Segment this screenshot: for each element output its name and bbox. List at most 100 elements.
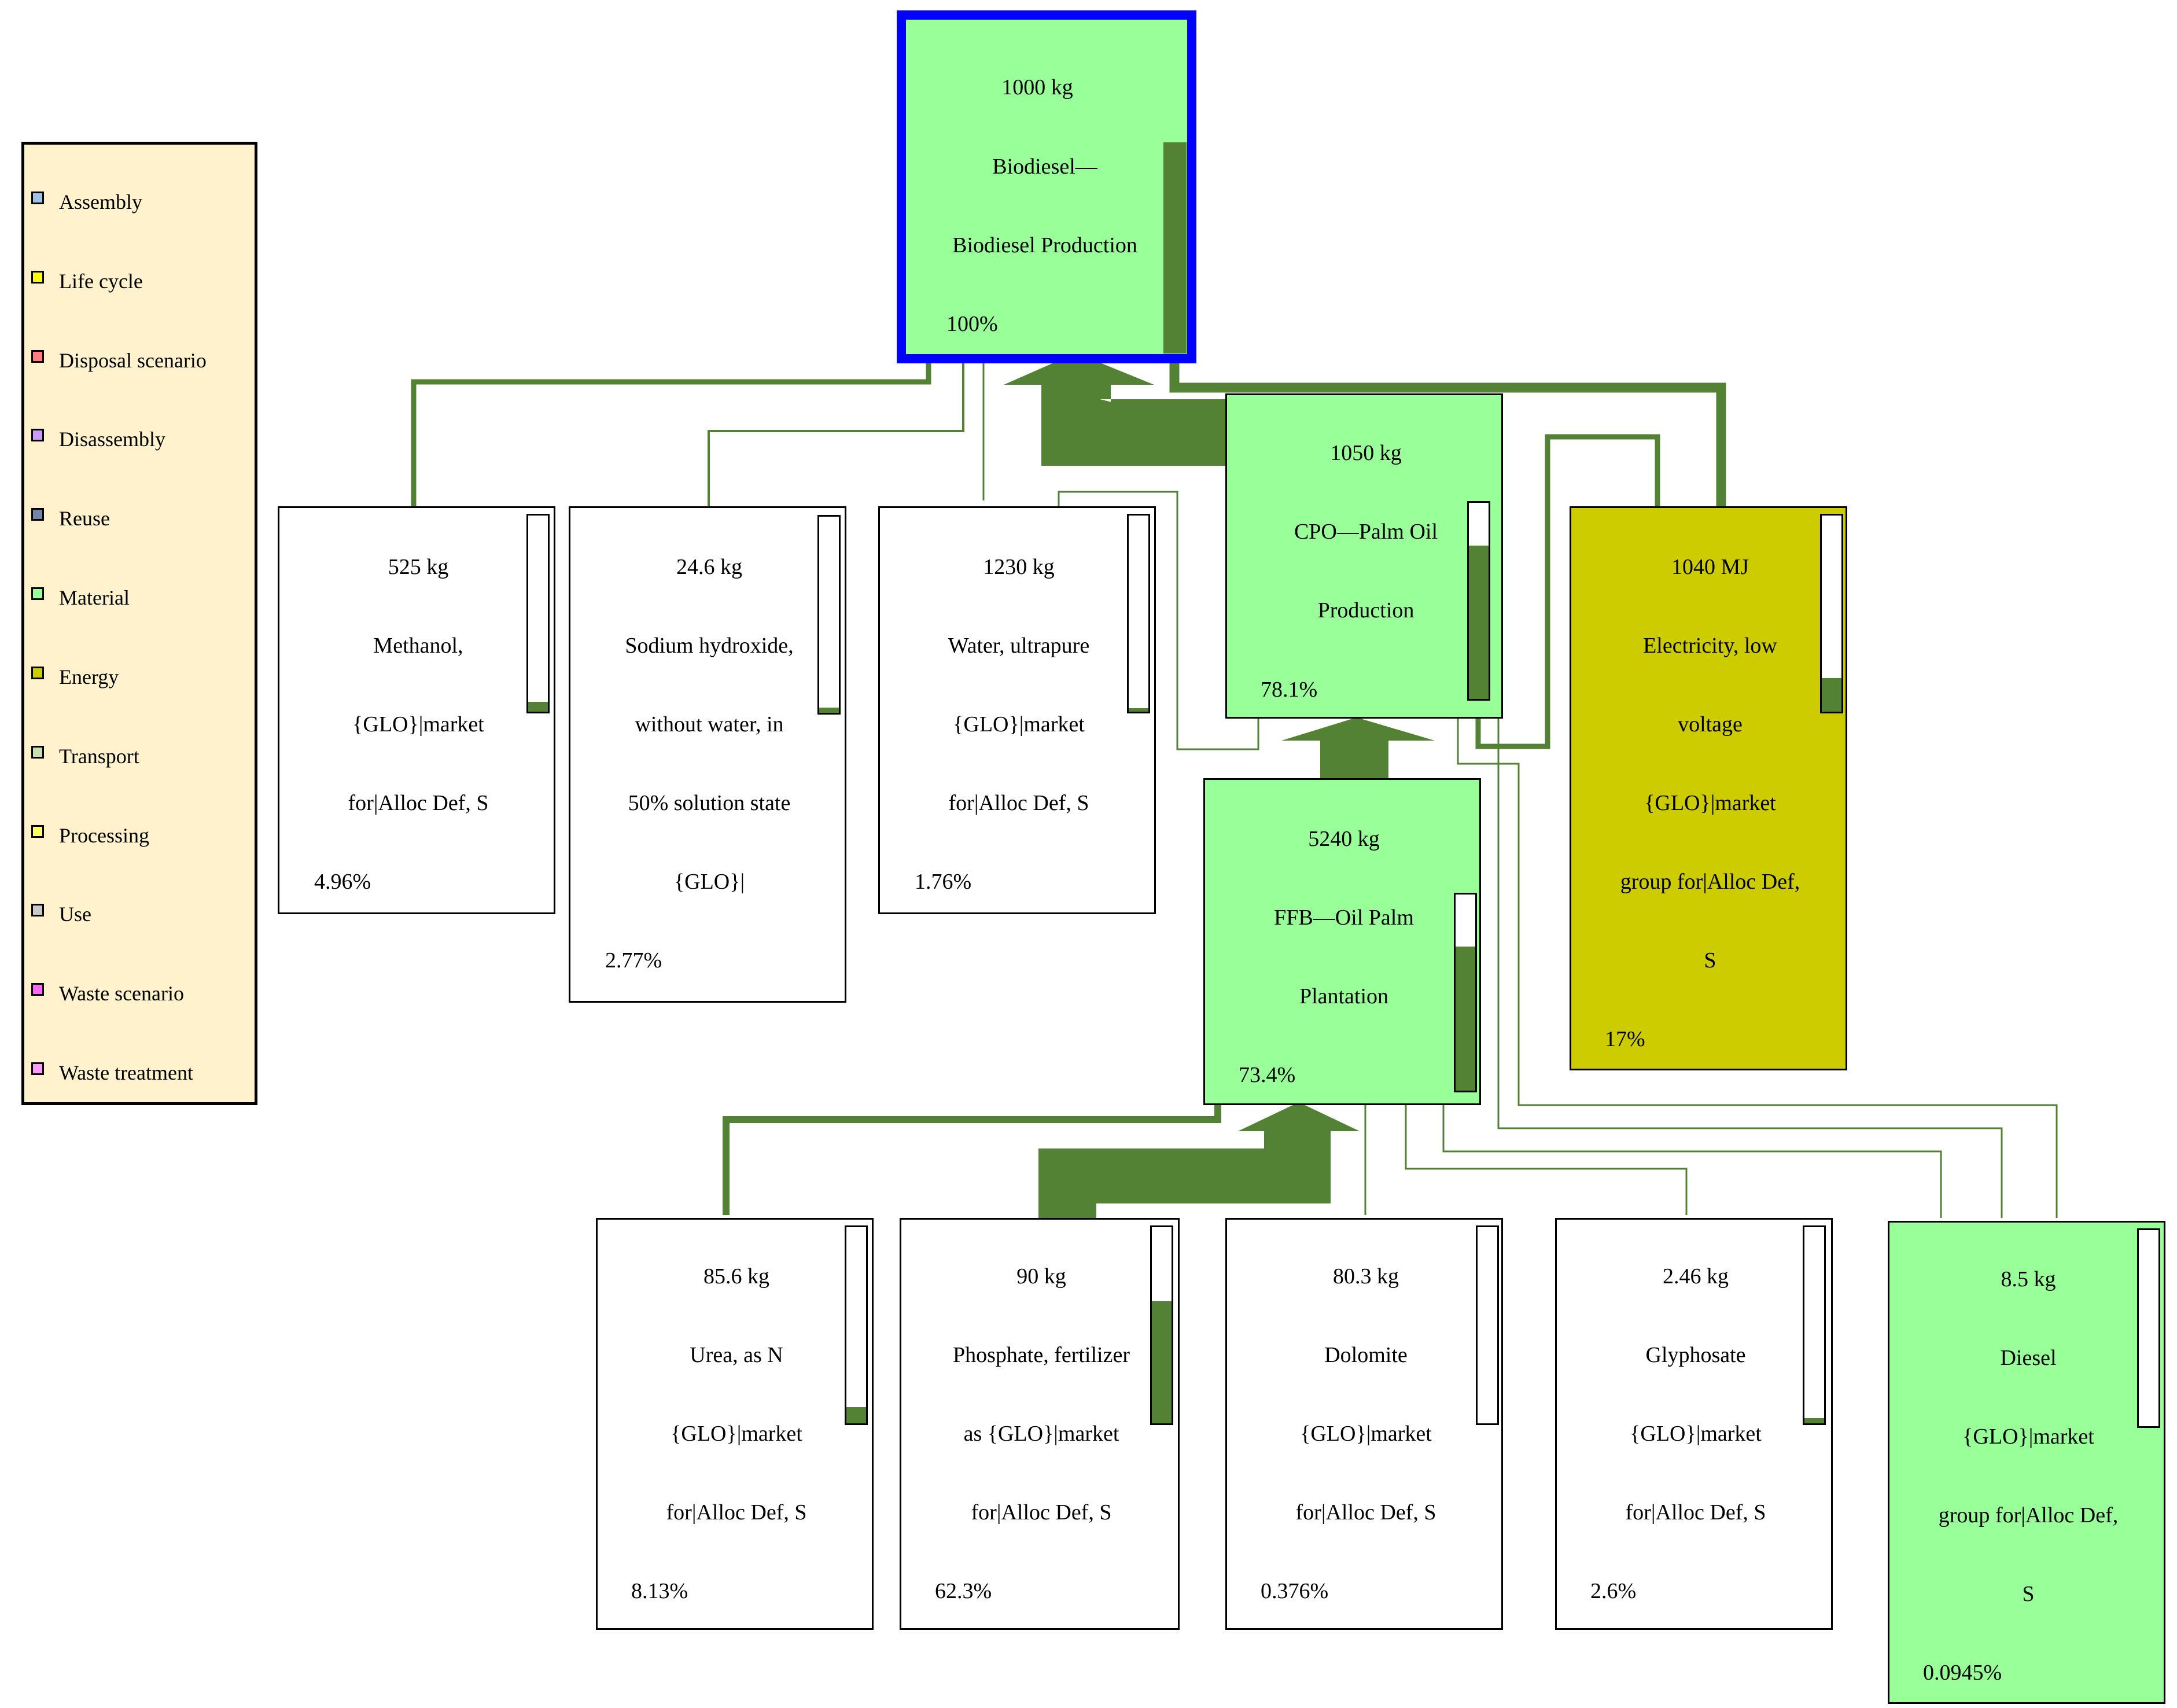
node-label-line: as {GLO}|market xyxy=(963,1422,1119,1446)
node-label-line: {GLO}|market xyxy=(1300,1422,1432,1446)
node-label-line: {GLO}|market xyxy=(1962,1424,2094,1449)
node-percent: 4.96% xyxy=(314,870,371,894)
node-amount: 5240 kg xyxy=(1308,827,1380,851)
legend-swatch xyxy=(31,1062,44,1075)
node-label-line: Water, ultrapure xyxy=(948,634,1090,658)
node-label-line: S xyxy=(1704,948,1716,973)
node-percent: 1.76% xyxy=(915,870,972,894)
legend-label: Energy xyxy=(59,665,119,689)
flow-diesel-cpo xyxy=(1497,717,2003,1218)
node-label-line: {GLO}|market xyxy=(1644,791,1776,815)
node-label-line: for|Alloc Def, S xyxy=(948,791,1089,815)
node-label-line: FFB—Oil Palm xyxy=(1274,905,1414,930)
flow-phosphate xyxy=(1038,1102,1360,1220)
node-label-line: Biodiesel— xyxy=(992,154,1097,179)
node-methanol[interactable]: 525 kg Methanol, {GLO}|market for|Alloc … xyxy=(278,506,555,914)
contribution-bar xyxy=(1803,1225,1826,1425)
legend-swatch xyxy=(31,825,44,838)
node-label-line: 50% solution state xyxy=(628,791,791,815)
contribution-bar xyxy=(1163,142,1187,354)
node-label-line: Diesel xyxy=(2000,1346,2057,1370)
node-electricity[interactable]: 1040 MJ Electricity, low voltage {GLO}|m… xyxy=(1570,506,1847,1070)
node-percent: 100% xyxy=(946,312,998,336)
legend-swatch xyxy=(31,350,44,363)
flow-diesel-biodiesel xyxy=(1457,717,2058,1218)
node-percent: 78.1% xyxy=(1261,678,1318,702)
legend-swatch xyxy=(31,746,44,759)
legend-label: Assembly xyxy=(59,190,142,214)
node-label-line: {GLO}|market xyxy=(352,712,484,737)
flow-cpo xyxy=(1004,353,1229,431)
legend-swatch xyxy=(31,508,44,521)
legend-swatch xyxy=(31,271,44,284)
legend-label: Transport xyxy=(59,745,139,768)
node-label-line: {GLO}|market xyxy=(671,1422,802,1446)
node-percent: 62.3% xyxy=(935,1579,992,1603)
node-label-line: Urea, as N xyxy=(690,1343,783,1367)
node-label-line: without water, in xyxy=(635,712,784,737)
node-cpo[interactable]: 1050 kg CPO—Palm Oil Production 78.1% xyxy=(1225,393,1503,719)
node-label-line: S xyxy=(2022,1582,2035,1606)
node-amount: 8.5 kg xyxy=(2001,1267,2056,1291)
node-amount: 85.6 kg xyxy=(703,1264,769,1289)
legend-label: Material xyxy=(59,586,130,609)
legend-label: Disassembly xyxy=(59,428,165,451)
flow-methanol xyxy=(411,350,931,506)
contribution-bar xyxy=(1467,501,1490,701)
legend-swatch xyxy=(31,429,44,441)
node-label-line: Glyphosate xyxy=(1645,1343,1746,1367)
node-label-line: Production xyxy=(1317,598,1415,623)
flow-ffb xyxy=(1281,717,1435,784)
flow-urea xyxy=(723,1102,1221,1215)
legend-label: Use xyxy=(59,903,91,926)
node-glyphosate[interactable]: 2.46 kg Glyphosate {GLO}|market for|Allo… xyxy=(1555,1218,1833,1630)
contribution-bar xyxy=(526,514,550,713)
legend-swatch xyxy=(31,667,44,679)
node-diesel[interactable]: 8.5 kg Diesel {GLO}|market group for|All… xyxy=(1888,1221,2165,1704)
node-amount: 525 kg xyxy=(388,555,449,579)
legend-label: Disposal scenario xyxy=(59,349,207,372)
node-dolomite[interactable]: 80.3 kg Dolomite {GLO}|market for|Alloc … xyxy=(1225,1218,1503,1630)
node-phosphate[interactable]: 90 kg Phosphate, fertilizer as {GLO}|mar… xyxy=(900,1218,1180,1630)
node-label-line: group for|Alloc Def, xyxy=(1938,1503,2119,1527)
node-label-line: for|Alloc Def, S xyxy=(1295,1500,1436,1525)
flow-electricity-cpo xyxy=(1475,434,1660,749)
contribution-bar xyxy=(1454,893,1477,1092)
node-percent: 8.13% xyxy=(631,1579,688,1603)
node-percent: 0.0945% xyxy=(1923,1661,2002,1685)
legend-label: Processing xyxy=(59,824,149,847)
contribution-bar xyxy=(817,515,841,715)
legend-label: Life cycle xyxy=(59,270,143,293)
node-label-line: {GLO}| xyxy=(673,870,745,894)
flow-electricity xyxy=(1169,350,1726,506)
node-water[interactable]: 1230 kg Water, ultrapure {GLO}|market fo… xyxy=(878,506,1156,914)
node-biodiesel[interactable]: 1000 kg Biodiesel— Biodiesel Production … xyxy=(897,10,1196,363)
node-ffb[interactable]: 5240 kg FFB—Oil Palm Plantation 73.4% xyxy=(1203,778,1481,1105)
node-percent: 2.6% xyxy=(1590,1579,1637,1603)
node-amount: 90 kg xyxy=(1016,1264,1066,1289)
node-amount: 80.3 kg xyxy=(1333,1264,1399,1289)
legend-swatch xyxy=(31,192,44,204)
node-urea[interactable]: 85.6 kg Urea, as N {GLO}|market for|Allo… xyxy=(596,1218,874,1630)
contribution-bar xyxy=(1476,1225,1499,1425)
node-label-line: for|Alloc Def, S xyxy=(666,1500,807,1525)
node-label-line: Dolomite xyxy=(1324,1343,1408,1367)
node-label-line: CPO—Palm Oil xyxy=(1294,520,1438,544)
contribution-bar xyxy=(845,1225,868,1425)
node-label-line: Electricity, low xyxy=(1643,634,1777,658)
flow-glyphosate xyxy=(1405,1102,1688,1215)
node-amount: 24.6 kg xyxy=(676,555,742,579)
node-label-line: for|Alloc Def, S xyxy=(348,791,489,815)
legend-swatch xyxy=(31,983,44,996)
node-amount: 1230 kg xyxy=(983,555,1055,579)
node-label-line: voltage xyxy=(1678,712,1743,737)
flow-diesel-ffb xyxy=(1442,1102,1942,1218)
node-label-line: Phosphate, fertilizer xyxy=(952,1343,1130,1367)
node-label-line: Methanol, xyxy=(373,634,463,658)
node-sodium-hydroxide[interactable]: 24.6 kg Sodium hydroxide, without water,… xyxy=(569,506,846,1003)
contribution-bar xyxy=(2137,1228,2160,1428)
node-amount: 1050 kg xyxy=(1330,441,1402,465)
legend-swatch xyxy=(31,587,44,600)
